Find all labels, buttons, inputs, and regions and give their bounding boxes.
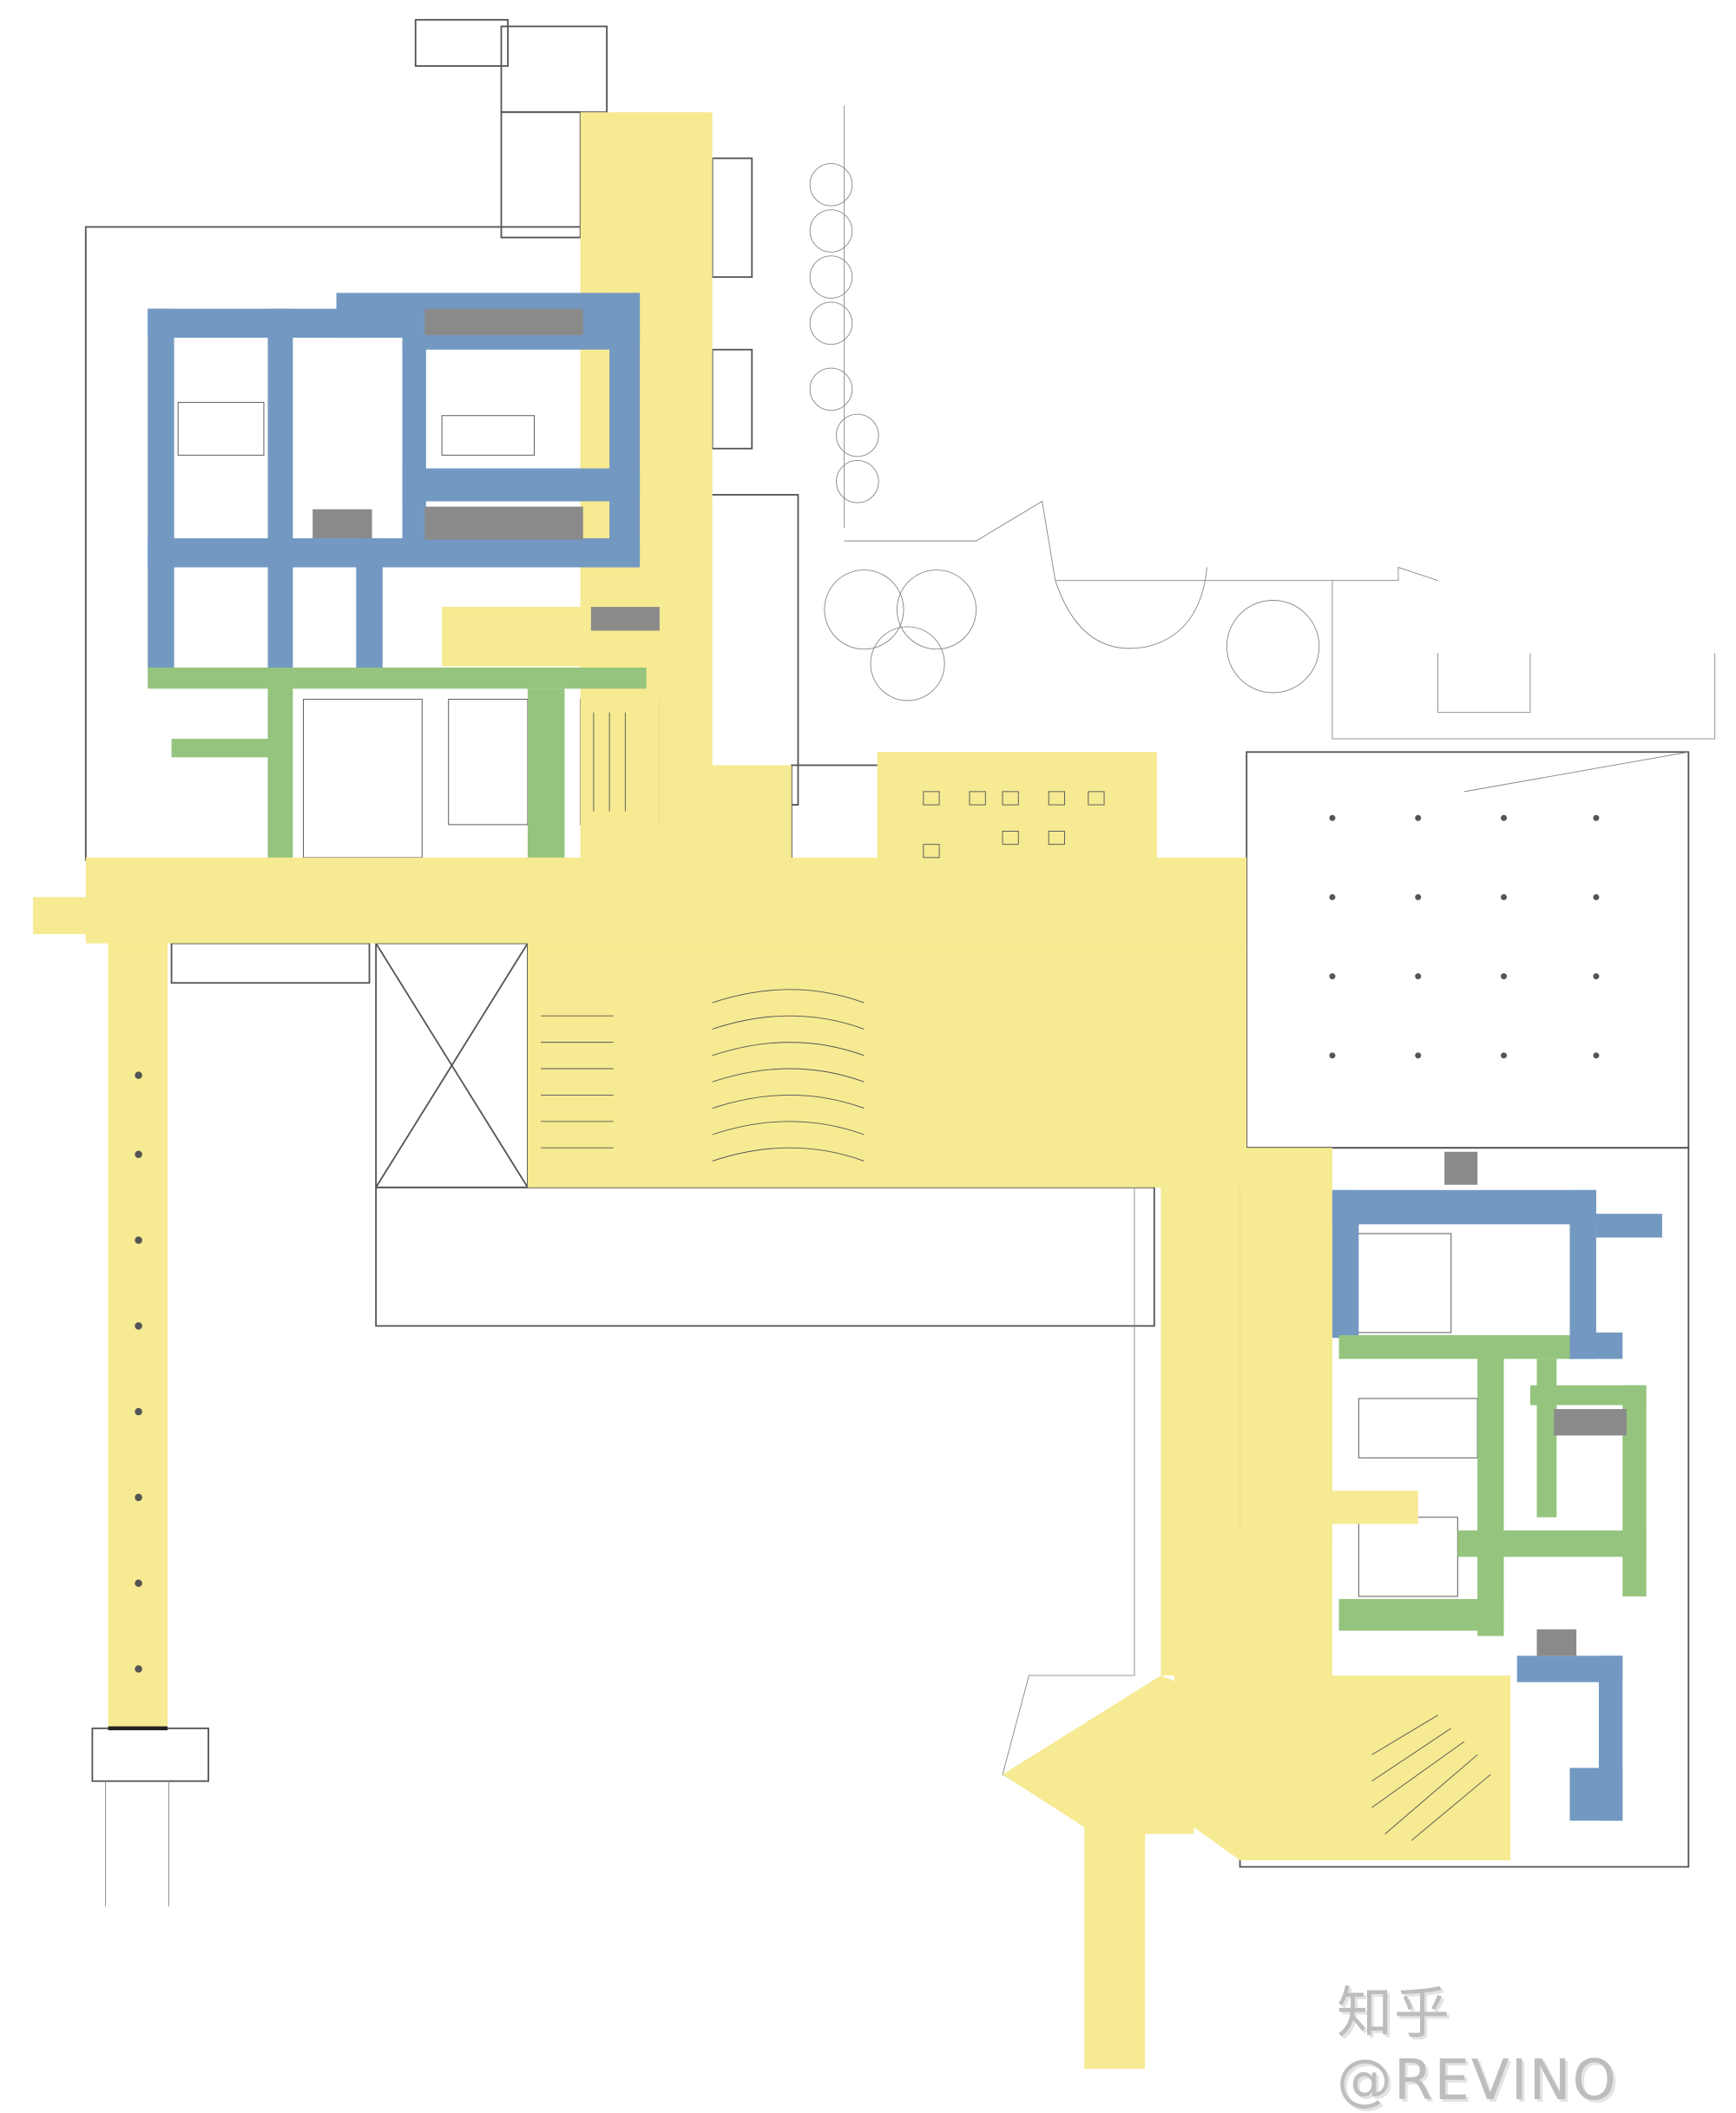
- structural-grid-columns: [135, 814, 1600, 1673]
- furniture-details: [108, 712, 1600, 1841]
- staff-circulation-blue: [148, 293, 1662, 1821]
- staff-work-areas-grey: [312, 308, 1627, 1656]
- classroom-seating: [541, 712, 1491, 1841]
- dining-tables: [923, 791, 1105, 859]
- floor-plan: [32, 18, 1716, 2069]
- auditorium-seating: [712, 989, 865, 1162]
- public-circulation-yellow: [32, 112, 1511, 2069]
- watermark: 知乎 @REVINO: [1337, 1982, 1618, 2113]
- service-circulation-green: [148, 668, 1647, 1636]
